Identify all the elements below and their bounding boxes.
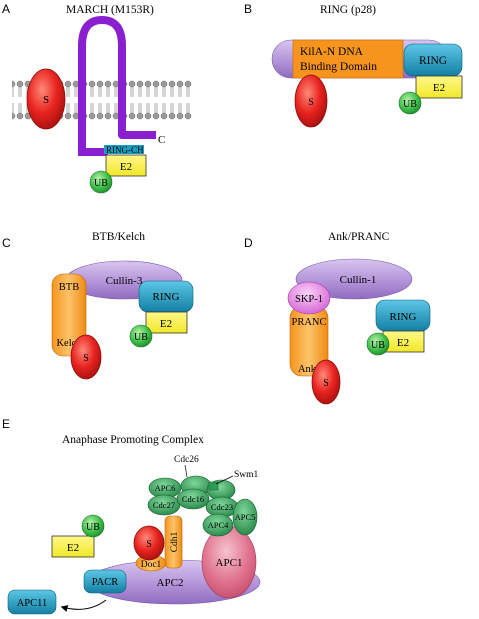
e2-label-e: E2 xyxy=(67,542,79,554)
apc11-label: APC11 xyxy=(17,598,48,609)
apc2-label: APC2 xyxy=(157,577,184,589)
cdc27-label: Cdc27 xyxy=(153,500,175,510)
panel-c-title: BTB/Kelch xyxy=(92,231,145,243)
c-terminus-label: C xyxy=(158,134,165,146)
e2-label-c: E2 xyxy=(160,318,172,330)
ring-ch-label: RING-CH xyxy=(106,145,144,155)
cdc26-label: Cdc26 xyxy=(174,455,199,465)
substrate-s-d-label: S xyxy=(323,378,329,389)
ubiquitin-b xyxy=(398,91,422,115)
apc5 xyxy=(232,498,258,536)
march-n-tail xyxy=(78,142,108,156)
apc1-label: APC1 xyxy=(216,557,243,569)
ub-label-c: UB xyxy=(134,332,148,343)
ubiquitin-d xyxy=(366,332,390,356)
march-transmembrane-loop xyxy=(78,16,156,142)
skp1-label: SKP-1 xyxy=(295,294,323,305)
cdh1 xyxy=(164,515,183,569)
substrate-s-a-label: S xyxy=(43,94,49,106)
substrate-s-e-label: S xyxy=(146,539,152,550)
panel-e-letter: E xyxy=(2,417,10,431)
apc4-label: APC4 xyxy=(208,520,230,530)
panel-a: A MARCH (M153R) S C RING-CH E2 UB xyxy=(2,2,192,194)
swm1 xyxy=(208,481,219,491)
cdc16-label: Cdc16 xyxy=(182,494,204,504)
cullin3-label: Cullin-3 xyxy=(106,275,143,287)
pranc-label: PRANC xyxy=(291,317,326,328)
apc11 xyxy=(7,589,57,615)
pacr xyxy=(83,569,127,594)
panel-b: B RING (p28) KilA-N DNA Binding Domain R… xyxy=(244,2,463,128)
ubiquitin-e xyxy=(81,514,105,538)
panel-d-title: Ank/PRANC xyxy=(328,231,390,243)
cullin1-label: Cullin-1 xyxy=(340,274,377,286)
replacement-arrow xyxy=(60,599,107,612)
swm1-label: Swm1 xyxy=(234,470,259,480)
panel-c-letter: C xyxy=(2,236,11,250)
apc4 xyxy=(202,513,234,537)
substrate-s-a xyxy=(26,68,66,130)
kila-label-line1: KilA-N DNA xyxy=(300,46,364,58)
cdh1-label: Cdh1 xyxy=(170,531,180,552)
skp1 xyxy=(287,281,331,315)
cdc16 xyxy=(176,488,210,510)
ub-label-e: UB xyxy=(86,522,100,533)
substrate-s-e xyxy=(133,525,165,561)
e2-box-a xyxy=(105,154,147,177)
e2-box-b xyxy=(415,75,463,99)
ubiquitin-c xyxy=(129,324,153,348)
doc1-label: Doc1 xyxy=(141,560,162,570)
panel-e-title: Anaphase Promoting Complex xyxy=(62,434,204,446)
e2-box-c xyxy=(145,311,188,334)
ubiquitin-a xyxy=(89,170,113,194)
cdc23-label: Cdc23 xyxy=(211,502,233,512)
kelch-label: Kelch xyxy=(56,338,82,349)
kila-n-domain xyxy=(292,39,404,79)
e2-label-d: E2 xyxy=(397,337,409,349)
ub-label-b: UB xyxy=(403,99,417,110)
cdc26-leader xyxy=(184,464,188,478)
ring-label-b: RING xyxy=(419,55,447,67)
apc5-label: APC5 xyxy=(235,512,256,522)
ring-label-d: RING xyxy=(390,311,417,323)
pacr-label: PACR xyxy=(92,577,118,588)
panel-a-letter: A xyxy=(2,2,10,16)
panel-d-letter: D xyxy=(244,236,253,250)
substrate-s-d xyxy=(311,359,341,405)
btb-label: BTB xyxy=(59,282,79,293)
kila-label-line2: Binding Domain xyxy=(300,61,377,73)
e2-label-b: E2 xyxy=(433,82,445,94)
panel-c: C BTB/Kelch Cullin-3 BTB Kelch S RING E2… xyxy=(2,231,194,380)
btb-kelch-protein xyxy=(51,273,87,357)
ank-label: Ank xyxy=(298,364,317,375)
swm1-leader xyxy=(215,475,234,485)
ring-label-c: RING xyxy=(153,291,180,303)
panel-d: D Ank/PRANC Cullin-1 PRANC Ank SKP-1 S R… xyxy=(244,231,431,405)
ub-label-a: UB xyxy=(94,178,108,189)
panel-b-title: RING (p28) xyxy=(320,4,376,16)
substrate-s-b-label: S xyxy=(308,97,314,108)
panel-e: E Anaphase Promoting Complex APC2 APC1 A… xyxy=(2,417,261,615)
panel-b-letter: B xyxy=(244,2,252,16)
ring-ch-domain xyxy=(104,145,144,154)
panel-a-title: MARCH (M153R) xyxy=(66,4,154,16)
e2-label-a: E2 xyxy=(120,161,132,173)
e2-box-e xyxy=(51,535,95,558)
apc6-label: APC6 xyxy=(155,483,176,493)
substrate-s-c-label: S xyxy=(83,353,89,364)
substrate-s-c xyxy=(70,334,102,380)
ub-label-d: UB xyxy=(371,340,385,351)
substrate-s-b xyxy=(294,74,328,128)
